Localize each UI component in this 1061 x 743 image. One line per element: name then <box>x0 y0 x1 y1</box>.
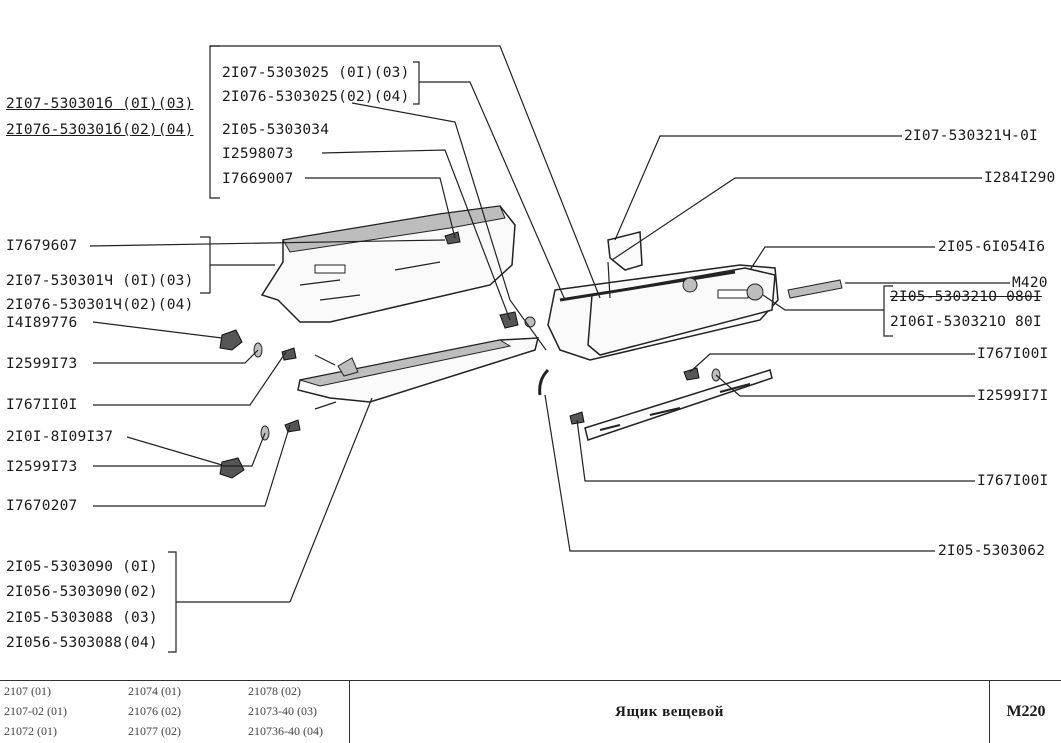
label-glovebox-part: 2I07-5303025 (0I)(03) <box>222 65 410 81</box>
label-part-2105-5303062: 2I05-5303062 <box>938 543 1046 559</box>
sheet-number: M220 <box>989 681 1061 743</box>
label-tray-part-01: 2I05-5303090 (0I) <box>6 559 158 575</box>
parts-diagram: 2I07-530301б (0I)(03) 2I076-530301б(02)(… <box>6 45 1056 653</box>
spring-part <box>538 368 550 396</box>
bracket-top-group <box>209 45 220 199</box>
model-item: 2107-02 (01) <box>4 704 67 718</box>
label-part-17679607: I7679607 <box>6 238 78 254</box>
model-item: 2107 (01) <box>4 684 51 698</box>
label-housing-part-alt: 2I076-530301Ч(02)(04) <box>6 297 194 313</box>
model-list: 2107 (01) 21074 (01) 21078 (02) 2107-02 … <box>0 681 350 743</box>
label-tray-part-02: 2I056-5303090(02) <box>6 584 158 600</box>
screw-6 <box>569 411 585 425</box>
bracket-right <box>883 285 893 337</box>
label-housing-part: 2I07-530301Ч (0I)(03) <box>6 273 194 289</box>
model-item: 21072 (01) <box>4 724 57 738</box>
clip-part-1 <box>219 329 243 351</box>
label-glovebox-lid-part-alt: 2I076-530301б(02)(04) <box>6 122 194 138</box>
model-item: 21073-40 (03) <box>248 704 317 718</box>
label-lock-part-b: 2I06I-530321O 80I <box>890 314 1042 330</box>
title-block: 2107 (01) 21074 (01) 21078 (02) 2107-02 … <box>0 680 1061 743</box>
screw-4 <box>499 311 519 329</box>
label-part-12599171: I2599I7I <box>977 388 1049 404</box>
label-part-14189776: I4I89776 <box>6 315 78 331</box>
label-part-12598073: I2598073 <box>222 146 294 162</box>
screw-5 <box>683 367 700 381</box>
label-bracket-part: 2I07-530321Ч-0I <box>904 128 1038 144</box>
label-part-2101-8109137: 2I0I-8I09I37 <box>6 429 114 445</box>
sheet-title: Ящик вещевой <box>615 703 724 720</box>
bracket-bottom-left <box>168 551 177 653</box>
label-part-m420: M420 <box>1012 275 1048 291</box>
clip-part-2 <box>219 457 245 479</box>
model-item: 21077 (02) <box>128 724 181 738</box>
glovebox-housing <box>260 205 516 323</box>
lock-part-a-text: 2I05-530321O 080I <box>890 289 1042 305</box>
label-part-12599173-a: I2599I73 <box>6 356 78 372</box>
label-hinge-part: 2I05-5303034 <box>222 122 330 138</box>
label-part-12841290: I284I290 <box>984 170 1056 186</box>
label-glovebox-part-alt: 2I076-5303025(02)(04) <box>222 89 410 105</box>
hinge-strip <box>584 369 773 441</box>
label-tray-part-04: 2I056-5303088(04) <box>6 635 158 651</box>
screw-1 <box>281 347 297 361</box>
label-lamp-part: 2I05-6I054I6 <box>938 239 1046 255</box>
glovebox-tray <box>297 337 539 403</box>
label-part-17671001-a: I767I00I <box>977 346 1049 362</box>
model-item: 21076 (02) <box>128 704 181 718</box>
label-tray-part-03: 2I05-5303088 (03) <box>6 610 158 626</box>
bracket-left-mid <box>200 236 211 294</box>
label-lock-part-a: 2I05-530321O 080I <box>890 288 1042 306</box>
exploded-view-drawing <box>89 45 1010 653</box>
label-part-12599173-b: I2599I73 <box>6 459 78 475</box>
label-glovebox-lid-part: 2I07-530301б (0I)(03) <box>6 96 194 112</box>
glovebox-lid <box>547 264 779 361</box>
label-part-17671001-b: I767I00I <box>977 473 1049 489</box>
model-item: 210736-40 (04) <box>248 724 323 738</box>
bracket-top-inner <box>413 61 420 105</box>
label-part-17670207: I7670207 <box>6 498 78 514</box>
model-item: 21078 (02) <box>248 684 301 698</box>
model-item: 21074 (01) <box>128 684 181 698</box>
label-plate <box>787 279 843 299</box>
screw-2 <box>284 419 301 433</box>
label-part-17671101: I767II0I <box>6 397 78 413</box>
label-part-17669007: I7669007 <box>222 171 294 187</box>
